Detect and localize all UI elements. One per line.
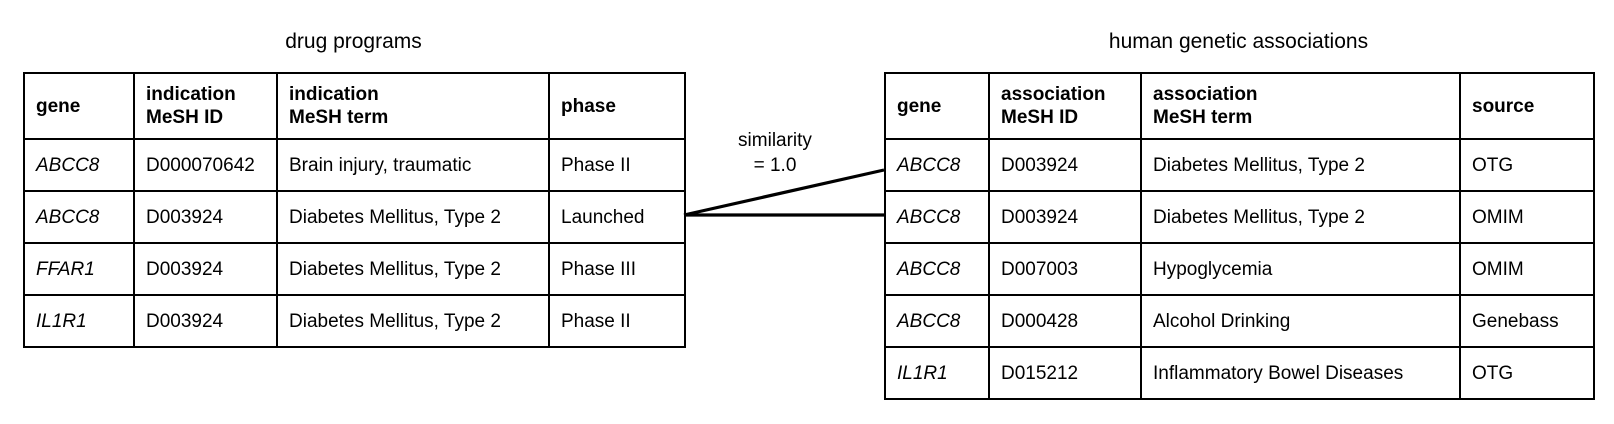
column-header-line1: association [1153, 84, 1258, 105]
cell-mesh-id: D003924 [988, 138, 1142, 192]
cell-source: OMIM [1459, 190, 1595, 244]
table-row: ABCC8 D000428 Alcohol Drinking Genebass [884, 294, 1595, 348]
table-row: IL1R1 D015212 Inflammatory Bowel Disease… [884, 346, 1595, 400]
cell-mesh-id: D000428 [988, 294, 1142, 348]
cell-gene: ABCC8 [23, 138, 135, 192]
cell-mesh-id: D015212 [988, 346, 1142, 400]
human-genetic-associations-title: human genetic associations [1108, 30, 1369, 53]
cell-source: OMIM [1459, 242, 1595, 296]
cell-gene: ABCC8 [884, 294, 990, 348]
column-header-gene: gene [884, 72, 990, 140]
cell-gene: ABCC8 [884, 138, 990, 192]
cell-mesh-id: D003924 [133, 242, 278, 296]
cell-phase: Phase II [548, 138, 686, 192]
table-row: ABCC8 D000070642 Brain injury, traumatic… [23, 138, 686, 192]
column-header-line2: MeSH term [289, 107, 389, 128]
human-genetic-associations-table: gene association MeSH ID association MeS… [884, 72, 1595, 400]
column-header-line1: indication [146, 84, 236, 105]
column-header-indication-mesh-term: indication MeSH term [276, 72, 550, 140]
table-row: ABCC8 D003924 Diabetes Mellitus, Type 2 … [884, 138, 1595, 192]
column-header-line2: MeSH ID [1001, 107, 1079, 128]
table-row: ABCC8 D003924 Diabetes Mellitus, Type 2 … [884, 190, 1595, 244]
cell-phase: Phase II [548, 294, 686, 348]
table-row: IL1R1 D003924 Diabetes Mellitus, Type 2 … [23, 294, 686, 348]
cell-mesh-id: D003924 [988, 190, 1142, 244]
similarity-label-line2: = 1.0 [753, 155, 797, 176]
cell-gene: ABCC8 [884, 242, 990, 296]
column-header-line1: indication [289, 84, 379, 105]
cell-mesh-term: Hypoglycemia [1140, 242, 1461, 296]
cell-phase: Phase III [548, 242, 686, 296]
cell-mesh-id: D003924 [133, 294, 278, 348]
table-header-row: gene indication MeSH ID indication MeSH … [23, 72, 686, 140]
cell-source: OTG [1459, 138, 1595, 192]
column-header-indication-mesh-id: indication MeSH ID [133, 72, 278, 140]
cell-mesh-term: Brain injury, traumatic [276, 138, 550, 192]
table-row: ABCC8 D003924 Diabetes Mellitus, Type 2 … [23, 190, 686, 244]
cell-mesh-term: Diabetes Mellitus, Type 2 [1140, 190, 1461, 244]
cell-gene: IL1R1 [884, 346, 990, 400]
cell-mesh-id: D000070642 [133, 138, 278, 192]
cell-gene: ABCC8 [884, 190, 990, 244]
connector-line-diagonal [683, 168, 885, 217]
column-header-line1: association [1001, 84, 1106, 105]
cell-mesh-term: Diabetes Mellitus, Type 2 [276, 294, 550, 348]
cell-mesh-term: Diabetes Mellitus, Type 2 [276, 190, 550, 244]
drug-programs-title: drug programs [285, 30, 422, 53]
cell-mesh-id: D003924 [133, 190, 278, 244]
column-header-line2: MeSH ID [146, 107, 224, 128]
similarity-label: similarity = 1.0 [700, 128, 850, 178]
column-header-line1: source [1472, 95, 1535, 117]
column-header-source: source [1459, 72, 1595, 140]
cell-source: OTG [1459, 346, 1595, 400]
cell-mesh-id: D007003 [988, 242, 1142, 296]
cell-gene: FFAR1 [23, 242, 135, 296]
cell-gene: IL1R1 [23, 294, 135, 348]
cell-mesh-term: Inflammatory Bowel Diseases [1140, 346, 1461, 400]
column-header-line1: gene [897, 95, 942, 117]
table-header-row: gene association MeSH ID association MeS… [884, 72, 1595, 140]
column-header-phase: phase [548, 72, 686, 140]
similarity-connector [683, 168, 885, 217]
column-header-line1: phase [561, 95, 616, 117]
similarity-label-line1: similarity [738, 130, 812, 151]
cell-gene: ABCC8 [23, 190, 135, 244]
cell-source: Genebass [1459, 294, 1595, 348]
drug-programs-table: gene indication MeSH ID indication MeSH … [23, 72, 686, 348]
table-row: FFAR1 D003924 Diabetes Mellitus, Type 2 … [23, 242, 686, 296]
column-header-line2: MeSH term [1153, 107, 1253, 128]
column-header-association-mesh-term: association MeSH term [1140, 72, 1461, 140]
cell-phase: Launched [548, 190, 686, 244]
cell-mesh-term: Diabetes Mellitus, Type 2 [1140, 138, 1461, 192]
cell-mesh-term: Alcohol Drinking [1140, 294, 1461, 348]
table-row: ABCC8 D007003 Hypoglycemia OMIM [884, 242, 1595, 296]
column-header-line1: gene [36, 95, 81, 117]
cell-mesh-term: Diabetes Mellitus, Type 2 [276, 242, 550, 296]
column-header-gene: gene [23, 72, 135, 140]
column-header-association-mesh-id: association MeSH ID [988, 72, 1142, 140]
